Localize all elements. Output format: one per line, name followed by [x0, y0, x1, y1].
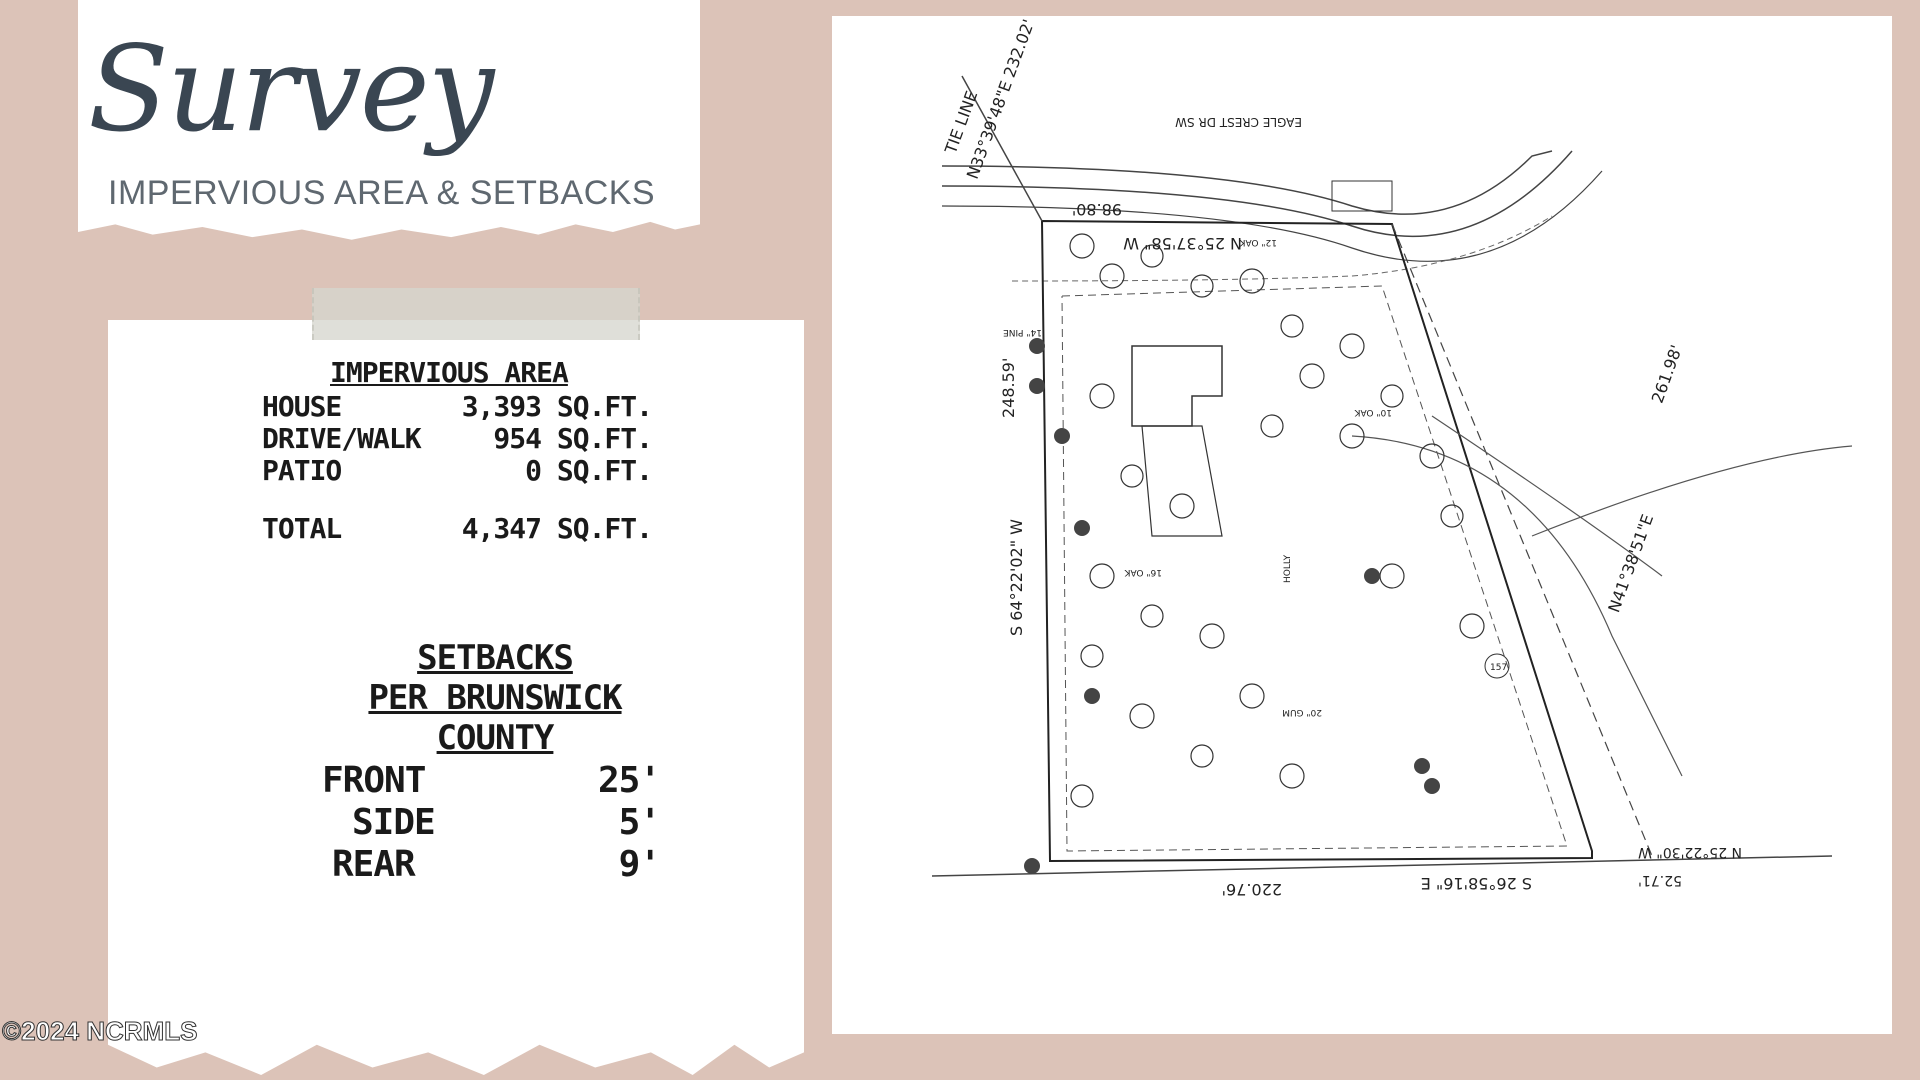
survey-script-title: Survey [88, 20, 498, 158]
tree-label: 12" OAK [1238, 237, 1277, 247]
flood-line [1351, 435, 1683, 777]
lot-number-circle [1484, 653, 1510, 679]
contour-line [1531, 445, 1853, 537]
road-edge-line [941, 150, 1553, 215]
tree-label: 20" GUM [1282, 707, 1322, 717]
bottom-right-distance-label: 52.71' [1638, 872, 1682, 888]
top-bearing-label: N 25°37'58" W [1123, 234, 1242, 253]
rear-line [931, 855, 1833, 877]
title-card [78, 0, 700, 240]
survey-plat-panel: EAGLE CREST DR SW TIE LINE N33°39'48"E 2… [832, 16, 1892, 1034]
setback-line [1011, 215, 1553, 282]
left-distance-label: 248.59' [999, 358, 1018, 418]
setback-label: REAR [332, 844, 416, 885]
impervious-note-card [108, 320, 804, 1075]
setback-row-side: SIDE 5' [352, 802, 661, 843]
impervious-row-house: HOUSE 3,393 SQ.FT. [262, 390, 653, 423]
tree-label: HOLLY [1283, 554, 1293, 583]
pine-symbols [1024, 338, 1440, 874]
impervious-value: 4,347 SQ.FT. [461, 512, 653, 545]
setback-value: 25' [597, 760, 661, 801]
survey-script-text: Survey [88, 20, 496, 158]
bottom-bearing-label: S 26°58'16" E [1421, 874, 1532, 893]
page-subtitle: IMPERVIOUS AREA & SETBACKS [108, 174, 656, 212]
left-bearing-label: S 64°22'02" W [1007, 519, 1026, 636]
road-edge-line [941, 150, 1573, 237]
impervious-row-drive: DRIVE/WALK 954 SQ.FT. [262, 422, 653, 455]
bottom-distance-label: 220.76' [1222, 880, 1282, 899]
setback-label: FRONT [322, 760, 426, 801]
setback-value: 5' [618, 802, 661, 843]
setback-row-rear: REAR 9' [332, 844, 661, 885]
impervious-row-patio: PATIO 0 SQ.FT. [262, 454, 653, 487]
impervious-label: HOUSE [262, 390, 342, 423]
house-footprint [1131, 345, 1223, 427]
tree-symbols [1069, 233, 1485, 808]
building-setback-line [1061, 285, 1568, 852]
impervious-row-total: TOTAL 4,347 SQ.FT. [262, 512, 653, 545]
dwelling-outline [1141, 425, 1223, 537]
tree-label: 14" PINE [1003, 327, 1042, 337]
lot-boundary [1041, 220, 1593, 863]
setback-value: 9' [618, 844, 661, 885]
setbacks-heading-line1: SETBACKS [417, 638, 574, 678]
road-edge-line [941, 170, 1603, 262]
right-bearing-label: N41°38'51"E [1604, 512, 1657, 615]
tape-strip [312, 288, 640, 340]
survey-plat-drawing: EAGLE CREST DR SW TIE LINE N33°39'48"E 2… [931, 17, 1853, 899]
impervious-value: 954 SQ.FT. [493, 422, 653, 455]
right-distance-label: 261.98' [1648, 342, 1687, 405]
easement-line [1391, 223, 1653, 857]
setbacks-heading-line2: PER BRUNSWICK [368, 678, 622, 718]
impervious-value: 0 SQ.FT. [525, 454, 653, 487]
impervious-label: TOTAL [262, 512, 342, 545]
bottom-right-bearing-label: N 25°22'30" W [1638, 844, 1742, 860]
impervious-heading: IMPERVIOUS AREA [330, 356, 569, 389]
setback-row-front: FRONT 25' [322, 760, 661, 801]
setbacks-heading-line3: COUNTY [436, 718, 555, 758]
impervious-label: PATIO [262, 454, 342, 487]
culvert-symbol [1331, 180, 1393, 212]
tree-label: 16" OAK [1123, 567, 1162, 577]
copyright-watermark: ©2024 NCRMLS [1, 1016, 198, 1047]
street-label: EAGLE CREST DR SW [1175, 115, 1302, 129]
top-distance-label: 98.80' [1072, 200, 1122, 219]
contour-line [1431, 415, 1663, 577]
tie-line [961, 75, 1043, 222]
tree-label: 10" OAK [1353, 407, 1392, 417]
setback-label: SIDE [352, 802, 436, 843]
impervious-label: DRIVE/WALK [262, 422, 422, 455]
lot-number-label: 157 [1490, 663, 1507, 673]
impervious-value: 3,393 SQ.FT. [461, 390, 653, 423]
